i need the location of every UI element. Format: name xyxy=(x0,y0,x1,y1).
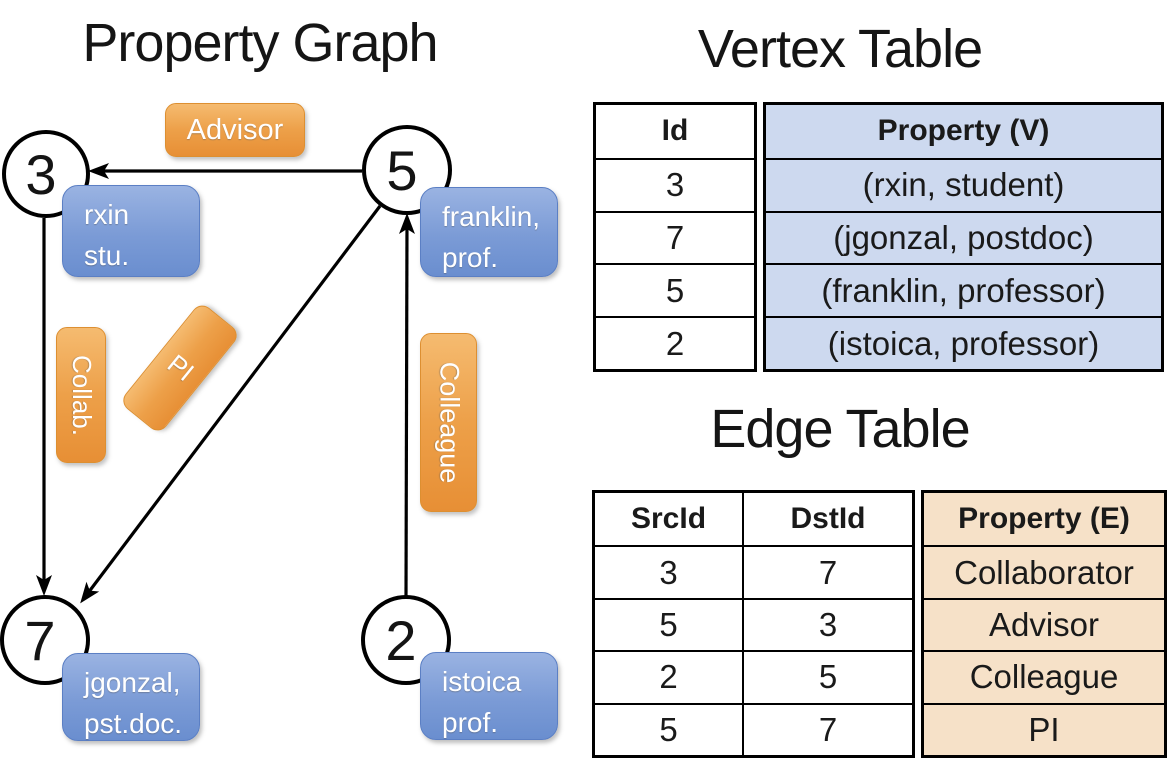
vertex-property-line: stu. xyxy=(84,240,130,271)
vertex-property-box-franklin: franklin, prof. xyxy=(420,187,558,277)
edge-label-pi: PI xyxy=(118,301,242,435)
vertex-property-line: franklin, xyxy=(442,201,541,232)
edge-table-id-columns: SrcId DstId 3 7 5 3 2 5 5 7 xyxy=(592,490,915,758)
vertex-table-id-cell: 2 xyxy=(596,316,754,369)
vertex-property-box-jgonzal: jgonzal, pst.doc. xyxy=(62,653,200,741)
edge-label-text: Collab. xyxy=(66,354,97,436)
vertex-property-line: prof. xyxy=(442,242,499,273)
edge-table-src-cell: 2 xyxy=(595,650,742,702)
edge-table-property-cell: Colleague xyxy=(924,650,1164,703)
edge-table-dst-cell: 5 xyxy=(742,650,912,703)
edge-label-colleague: Colleague xyxy=(420,333,477,512)
vertex-table-id-header: Id xyxy=(661,114,689,148)
edge-table-property-cell: PI xyxy=(924,702,1164,755)
vertex-table-property-column: Property (V) (rxin, student) (jgonzal, p… xyxy=(763,102,1164,372)
vertex-property-line: rxin xyxy=(84,199,130,230)
edge-table-property-header: Property (E) xyxy=(924,493,1164,546)
vertex-table-id-cell: 5 xyxy=(596,263,754,316)
vertex-table-id-cell: 7 xyxy=(596,210,754,264)
vertex-property-line: jgonzal, xyxy=(84,667,181,698)
edge-label-text: Colleague xyxy=(434,361,464,484)
edge-label-collab: Collab. xyxy=(56,327,106,463)
edge-label-advisor: Advisor xyxy=(165,103,305,157)
edge-table-src-cell: 5 xyxy=(595,702,742,755)
vertex-table-title: Vertex Table xyxy=(697,19,983,79)
edge-table-dst-cell: 3 xyxy=(742,597,912,651)
vertex-property-box-rxin: rxin stu. xyxy=(62,185,200,277)
node-id-label: 3 xyxy=(25,142,57,206)
edge-table-title: Edge Table xyxy=(710,399,970,459)
edge-label-text: PI xyxy=(161,348,200,388)
vertex-table-property-header: Property (V) xyxy=(766,105,1161,158)
vertex-table-id-cell: 3 xyxy=(596,157,754,211)
edge-table-dst-cell: 7 xyxy=(742,545,912,598)
node-id-label: 7 xyxy=(24,608,56,672)
graph-node-3: 3 xyxy=(2,130,90,218)
vertex-property-line: prof. xyxy=(442,707,499,738)
edge-colleague-2-5 xyxy=(398,213,415,597)
edge-table-src-header: SrcId xyxy=(630,502,707,536)
vertex-table-property-cell: (franklin, professor) xyxy=(766,263,1161,317)
edge-table-property-cell: Advisor xyxy=(924,597,1164,651)
property-graph-title: Property Graph xyxy=(82,13,438,73)
node-id-label: 2 xyxy=(385,608,417,672)
vertex-table-property-cell: (jgonzal, postdoc) xyxy=(766,210,1161,264)
vertex-table-property-cell: (rxin, student) xyxy=(766,157,1161,211)
edge-table-dst-header: DstId xyxy=(742,493,912,546)
vertex-property-line: pst.doc. xyxy=(84,708,183,739)
node-id-label: 5 xyxy=(386,138,418,202)
edge-table-src-cell: 3 xyxy=(595,545,742,597)
edge-table-property-column: Property (E) Collaborator Advisor Collea… xyxy=(921,490,1167,758)
vertex-property-line: istoica xyxy=(442,666,522,697)
vertex-table-id-column: Id 3 7 5 2 xyxy=(593,102,757,372)
edge-table-dst-cell: 7 xyxy=(742,702,912,755)
vertex-table-property-cell: (istoica, professor) xyxy=(766,316,1161,369)
edge-table-src-cell: 5 xyxy=(595,597,742,650)
edge-table-property-cell: Collaborator xyxy=(924,545,1164,598)
vertex-property-box-istoica: istoica prof. xyxy=(420,652,558,740)
edge-label-text: Advisor xyxy=(186,113,284,146)
